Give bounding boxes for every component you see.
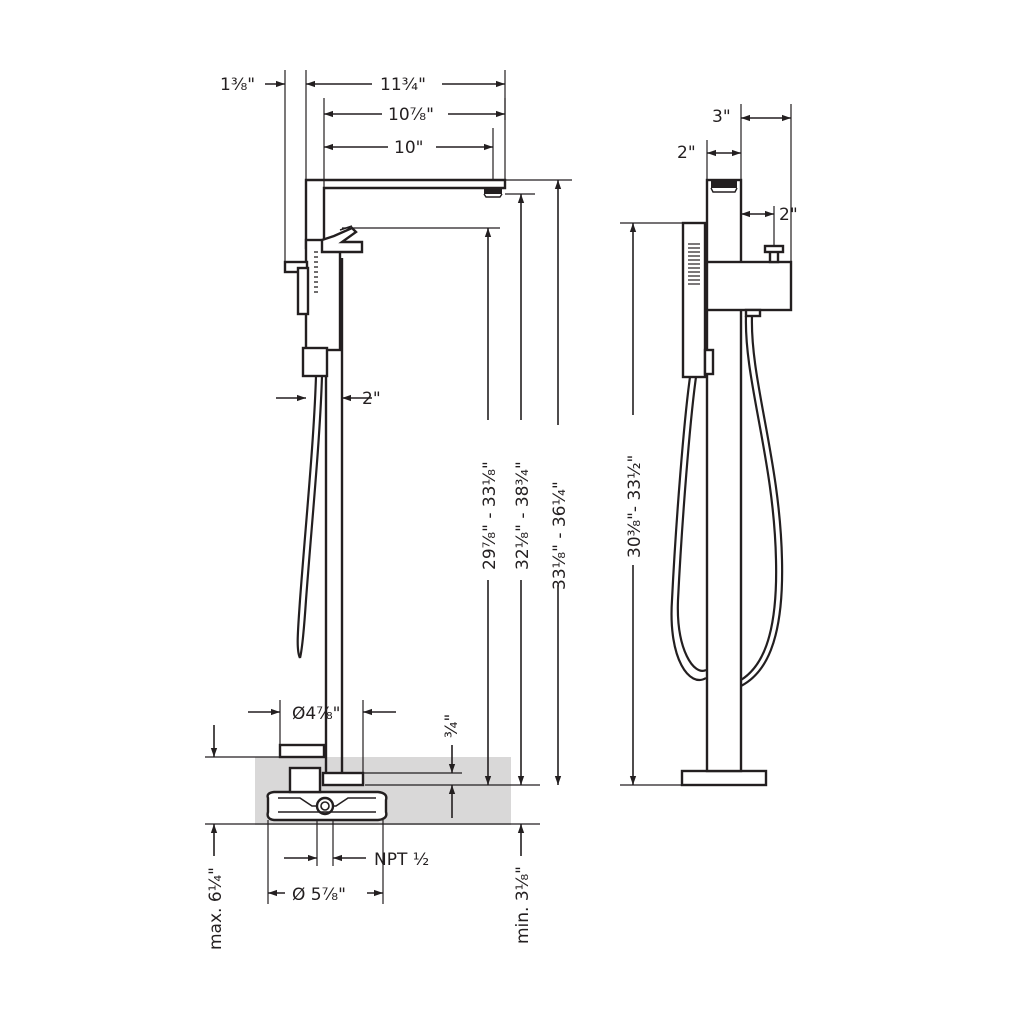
- dim-min-depth: min. 3¹⁄₈": [513, 866, 533, 944]
- dim-side-handshower-height: 30³⁄₈"- 33¹⁄₂": [625, 455, 645, 558]
- dim-spout-reach-inner: 10": [394, 138, 423, 158]
- dim-height-spout-outlet: 32¹⁄₈" - 38³⁄₄": [513, 461, 533, 570]
- dim-side-handle-offset: 2": [779, 205, 798, 225]
- side-handshower: [681, 221, 715, 379]
- dim-height-handle: 29⁷⁄₈" - 33¹⁄₈": [480, 461, 500, 570]
- dim-offset-top: 1³⁄₈": [220, 75, 255, 95]
- side-shower-hose: [670, 376, 707, 681]
- side-mixer-block: [705, 260, 793, 312]
- front-view: 1³⁄₈" 11³⁄₄" 10⁷⁄₈" 10" 2" 29⁷⁄₈" - 33¹⁄…: [205, 70, 572, 950]
- dim-flange-height: ³⁄₄": [442, 714, 462, 738]
- dim-side-column-width: 2": [677, 143, 696, 163]
- dim-spout-reach-overall: 11³⁄₄": [380, 75, 426, 95]
- dim-rough-diameter: Ø 5⁷⁄₈": [292, 885, 346, 905]
- dim-side-depth: 3": [712, 107, 731, 127]
- dim-max-depth: max. 6¹⁄₄": [206, 867, 226, 950]
- dim-inlet-thread: NPT ¹⁄₂: [374, 850, 429, 870]
- rough-in-valve: [266, 766, 388, 822]
- side-view: 3" 2" 2" 30³⁄₈"- 33¹⁄₂": [620, 104, 798, 787]
- shower-hose: [296, 375, 318, 659]
- dim-spout-reach-mid: 10⁷⁄₈": [388, 105, 434, 125]
- mixer-handle: [283, 225, 364, 378]
- dim-height-top: 33¹⁄₈" - 36¹⁄₄": [550, 481, 570, 590]
- dim-flange-diameter: Ø4⁷⁄₈": [292, 704, 341, 724]
- floor-flange: [278, 743, 326, 759]
- dim-column-width: 2": [362, 389, 381, 409]
- side-base-plate: [680, 769, 768, 787]
